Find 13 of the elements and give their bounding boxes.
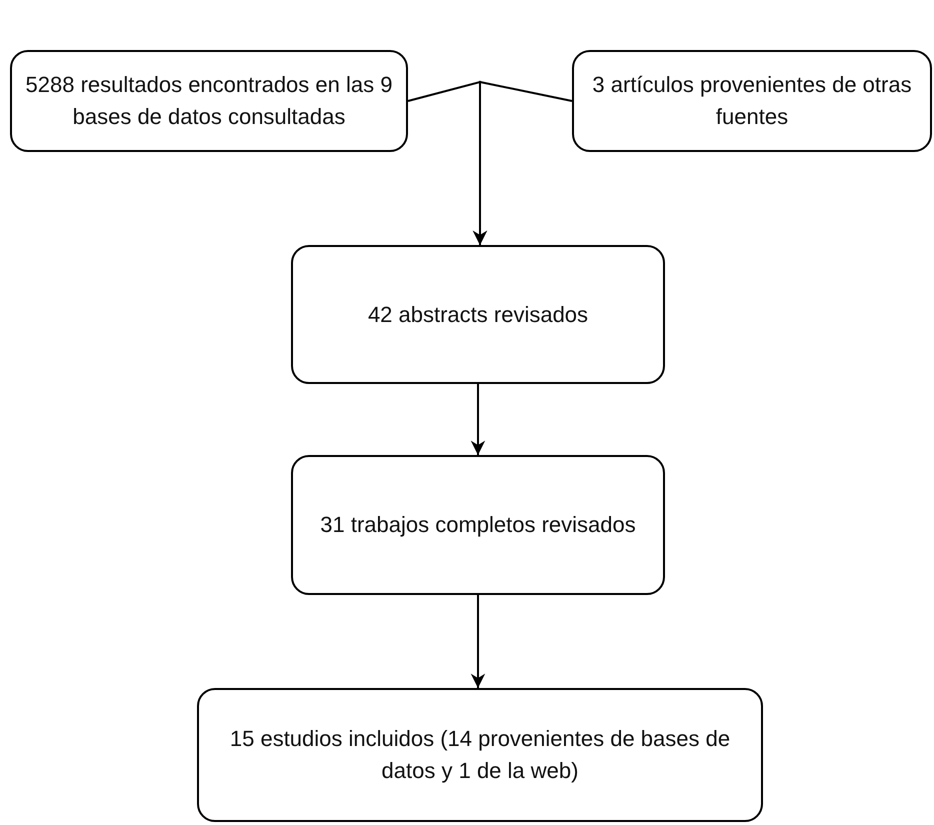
box-text: 3 artículos provenientes de otras fuentes (591, 71, 913, 131)
process-box (197, 688, 763, 822)
arrow (472, 80, 572, 246)
process-box (572, 50, 932, 152)
box-text: 42 abstracts revisados (368, 300, 588, 329)
process-box (10, 50, 408, 152)
arrow (470, 384, 486, 456)
process-box (291, 245, 665, 384)
arrow (470, 595, 486, 688)
box-text: 15 estudios incluidos (14 provenientes de bases de datos y 1 de la web) (228, 725, 732, 785)
box-text: 31 trabajos completos revisados (320, 511, 636, 540)
box-text: 5288 resultados encontrados en las 9 bases de datos consultadas (24, 71, 394, 131)
process-box (291, 455, 665, 595)
